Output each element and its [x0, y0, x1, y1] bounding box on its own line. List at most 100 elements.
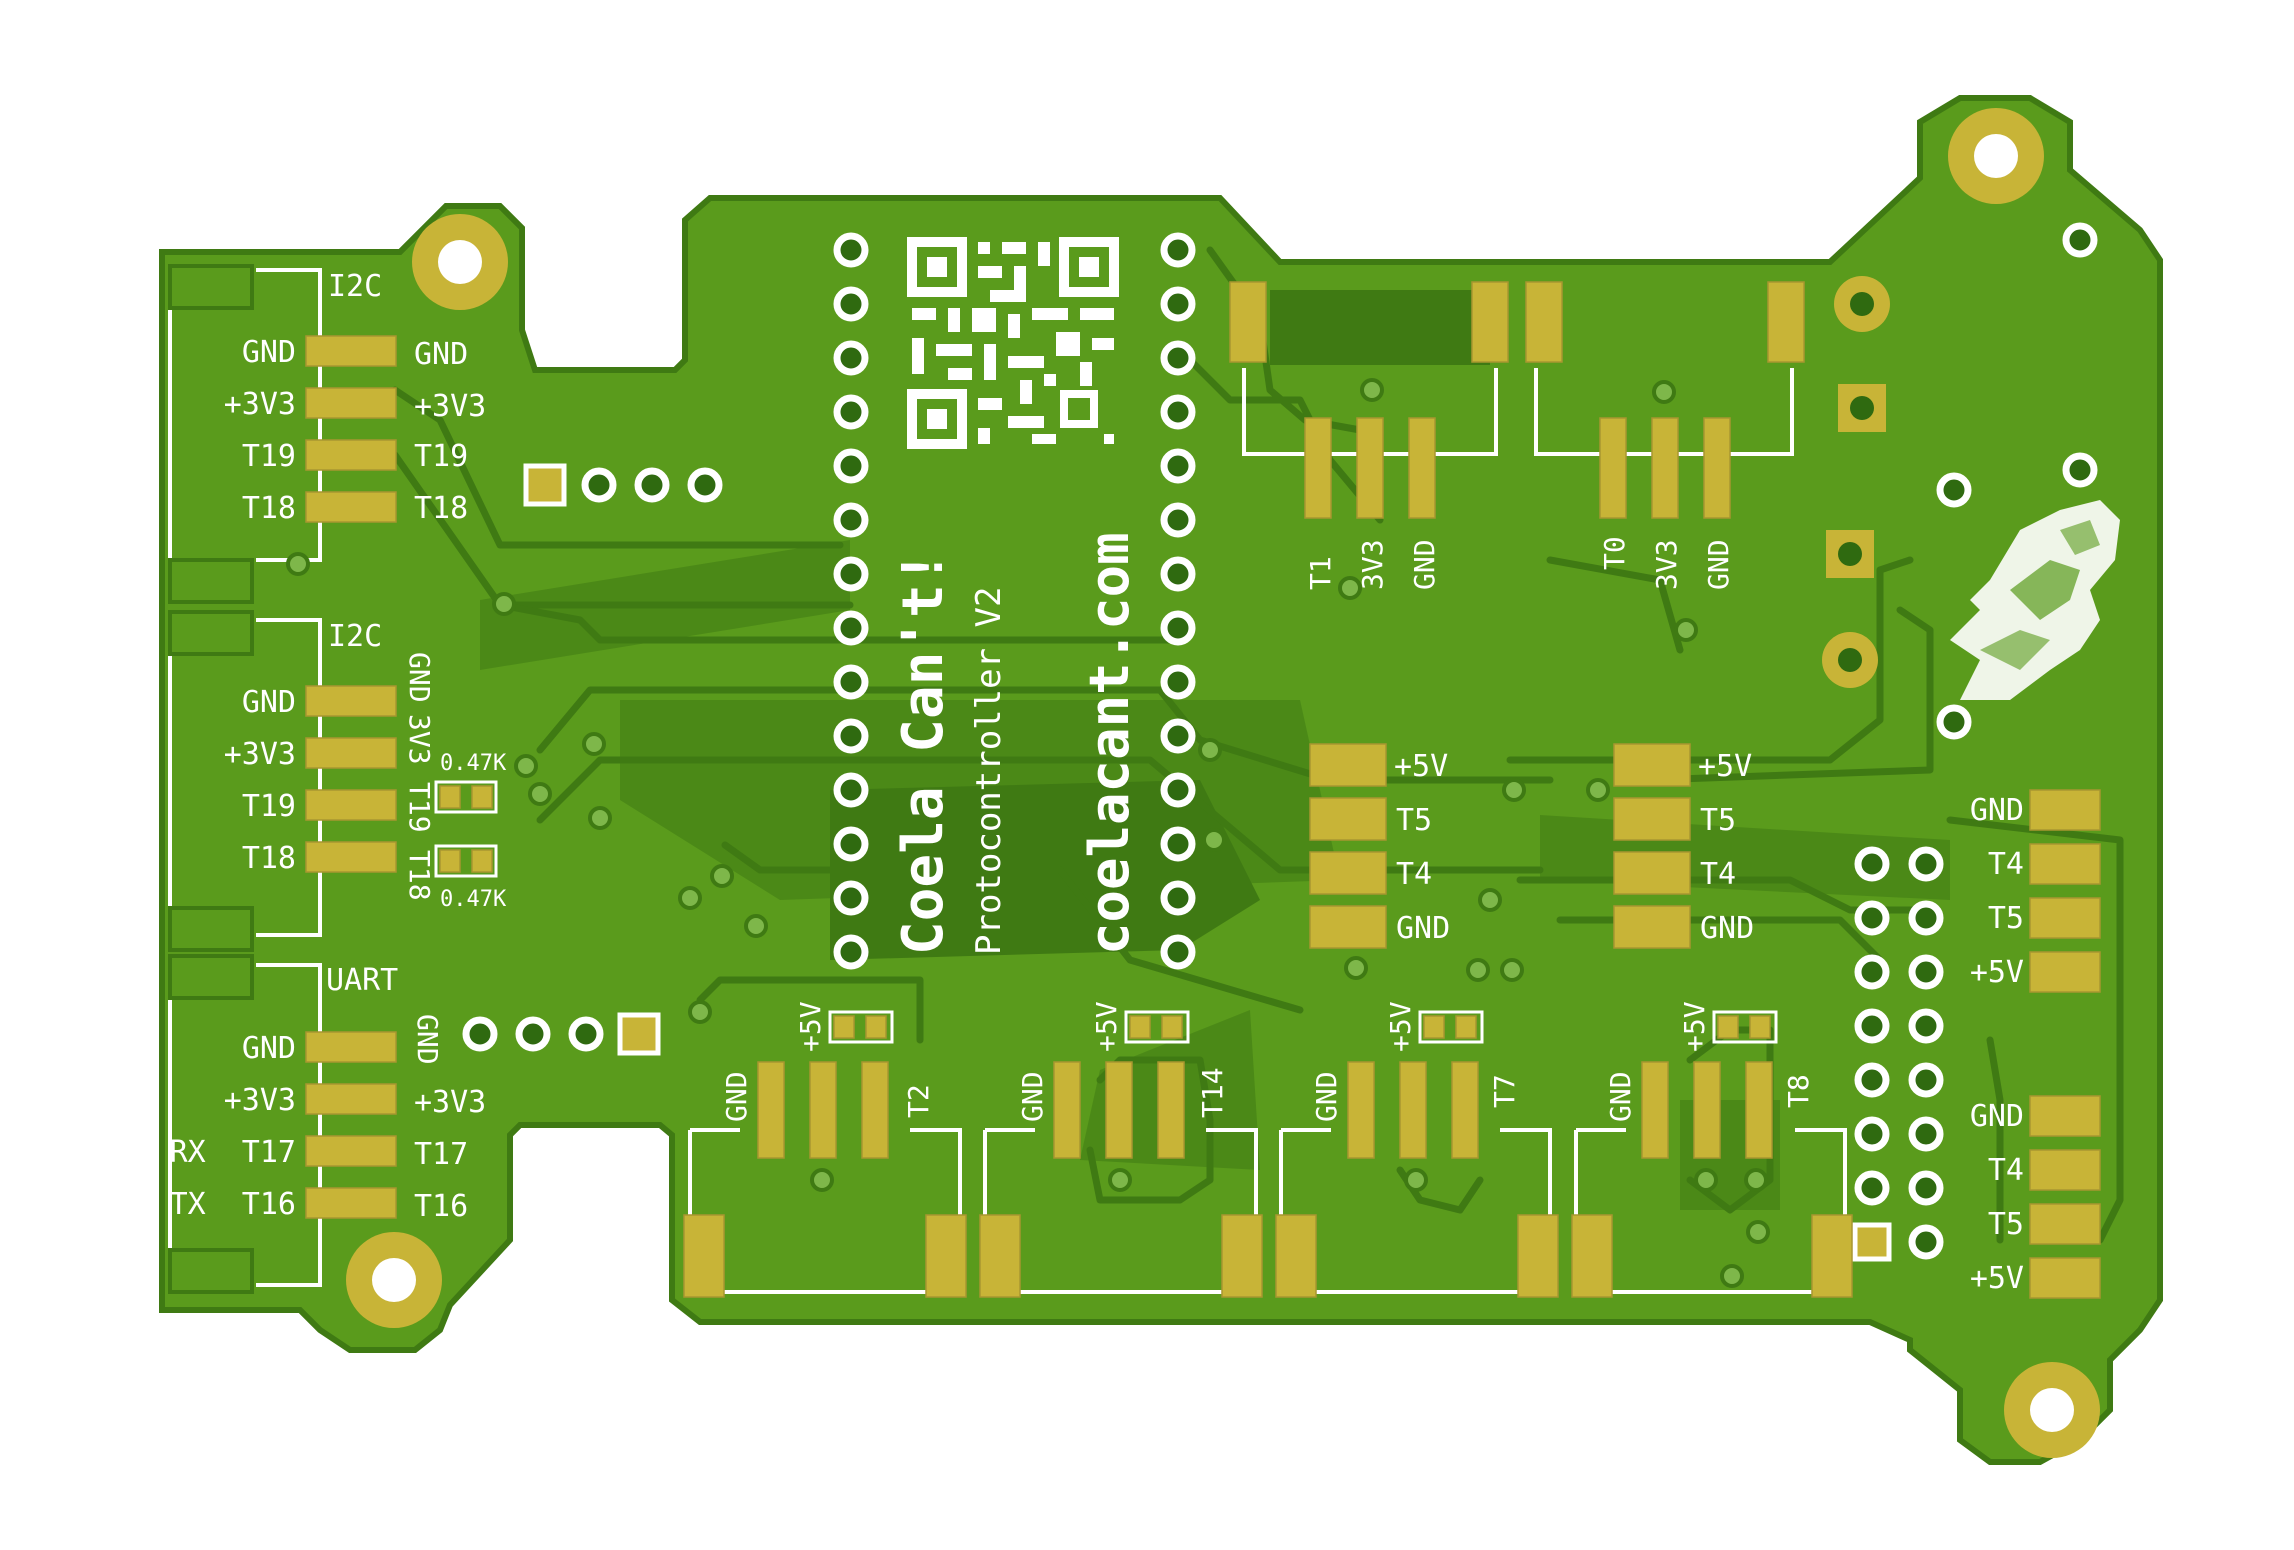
pin-label: T17 [414, 1137, 468, 1172]
resistor-value: 0.47K [440, 887, 507, 912]
left-connector-1: GND +3V3 T19 T18 GND +3V3 T19 T18 [224, 335, 487, 526]
pad [305, 789, 397, 821]
board-title: Coela Can't! [891, 550, 956, 955]
pin-label: GND [1970, 1099, 2024, 1134]
pin-label: GND [242, 685, 296, 720]
pin-label: +5V [1394, 749, 1448, 784]
pad [305, 1083, 397, 1115]
resistor-value: 0.47K [440, 751, 507, 776]
pin-label-vertical: T1 [1304, 556, 1337, 590]
pin-label-vertical: T7 [1488, 1074, 1521, 1108]
pin-label: T5 [1396, 803, 1432, 838]
pad [305, 1031, 397, 1063]
qr-code-icon [907, 237, 1119, 449]
pin-label: +5V [1970, 955, 2024, 990]
pin-label: T5 [1988, 901, 2024, 936]
pin-label-vertical: T0 [1598, 536, 1631, 570]
pin-label-vertical: 3V3 [1356, 539, 1389, 590]
pin-label: T5 [1700, 803, 1736, 838]
mcu-header-right [1160, 232, 1196, 970]
pin-label: GND [1700, 911, 1754, 946]
pin-label: +3V3 [414, 1085, 486, 1120]
pin-label-vertical: GND [1604, 1071, 1637, 1122]
pin-label-vertical: GND [1702, 539, 1735, 590]
pad [305, 335, 397, 367]
bottom-connector-4: GND +5V T8 [1571, 1001, 1853, 1298]
pin-label-vertical: 3V3 [403, 714, 436, 765]
pin-label: +5V [1698, 749, 1752, 784]
pin-label: T19 [242, 439, 296, 474]
pin-label: GND [1396, 911, 1450, 946]
right-dual-header [1852, 846, 1944, 1262]
pad [305, 491, 397, 523]
connector-header-i2c: I2C [328, 619, 382, 654]
pin-label-vertical: T8 [1782, 1074, 1815, 1108]
pad [305, 737, 397, 769]
pin-label-vertical: GND [1310, 1071, 1343, 1122]
right-pads-1: GND T4 T5 +5V [1970, 789, 2101, 993]
right-top-th [1822, 222, 2098, 740]
pin-label: TX T16 [170, 1187, 296, 1222]
pad [305, 1187, 397, 1219]
pin-label: T19 [242, 789, 296, 824]
pin-label: T4 [1988, 1153, 2024, 1188]
pin-label-vertical: T18 [403, 850, 436, 901]
pin-label-vertical: GND [403, 652, 436, 703]
mcu-header-left [833, 232, 869, 970]
pin-label: +3V3 [224, 737, 296, 772]
pin-label-vertical: GND [1408, 539, 1441, 590]
left-connector-3: GND +3V3 RX T17 TX T16 GND +3V3 T17 T16 [170, 1014, 487, 1224]
th-row-left-top [523, 463, 723, 507]
th-row-left-bottom [462, 1012, 661, 1056]
left-connector-2: GND +3V3 T19 T18 GND 3V3 T19 T18 [224, 652, 436, 901]
pin-label: T4 [1988, 847, 2024, 882]
right-pads-2: GND T4 T5 +5V [1970, 1095, 2101, 1299]
pin-label-vertical: +5V [1090, 1001, 1123, 1052]
pin-label-vertical: GND [1016, 1071, 1049, 1122]
pin-label: GND [1970, 793, 2024, 828]
pin-label: +3V3 [224, 387, 296, 422]
pin-label-vertical: GND [411, 1014, 444, 1065]
pin-label-vertical: +5V [1384, 1001, 1417, 1052]
middle-pads-2: +5V T5 T4 GND [1613, 743, 1754, 949]
top-connector-1: T1 3V3 GND [1229, 281, 1509, 590]
pad [305, 1135, 397, 1167]
pin-label-vertical: 3V3 [1650, 539, 1683, 590]
pin-label-vertical: T19 [403, 782, 436, 833]
board-website: coelacant.com [1078, 532, 1141, 955]
pin-label: +3V3 [224, 1083, 296, 1118]
middle-pads-1: +5V T5 T4 GND [1309, 743, 1450, 949]
pin-label: GND [242, 1031, 296, 1066]
top-connector-2: T0 3V3 GND [1525, 281, 1805, 590]
pin-label: GND [414, 337, 468, 372]
bottom-connector-1: GND +5V T2 [683, 1001, 967, 1298]
coelacanth-logo-icon [1950, 500, 2120, 700]
pad [305, 841, 397, 873]
pin-label: RX T17 [170, 1135, 296, 1170]
pin-label: T4 [1700, 857, 1736, 892]
pin-label: T4 [1396, 857, 1432, 892]
pin-label-vertical: +5V [1678, 1001, 1711, 1052]
pin-label: T16 [414, 1189, 468, 1224]
pin-label-vertical: +5V [794, 1001, 827, 1052]
pin-label: +3V3 [414, 389, 486, 424]
connector-header-uart: UART [326, 963, 398, 998]
pin-label: T18 [242, 491, 296, 526]
board-subtitle: Protocontroller V2 [969, 587, 1009, 955]
resistors: 0.47K 0.47K [434, 751, 507, 912]
connector-header-i2c: I2C [328, 269, 382, 304]
pin-label: T18 [242, 841, 296, 876]
pad [305, 685, 397, 717]
pin-label: T19 [414, 439, 468, 474]
pin-label: +5V [1970, 1261, 2024, 1296]
pin-label-vertical: GND [720, 1071, 753, 1122]
mounting-holes [346, 108, 2100, 1458]
pin-label: GND [242, 335, 296, 370]
pad [305, 439, 397, 471]
pin-label-vertical: T2 [902, 1084, 935, 1118]
pin-label: T18 [414, 491, 468, 526]
pin-label-vertical: T14 [1196, 1067, 1229, 1118]
bottom-connector-2: GND +5V T14 [979, 1001, 1263, 1298]
bottom-connector-3: GND +5V T7 [1275, 1001, 1559, 1298]
